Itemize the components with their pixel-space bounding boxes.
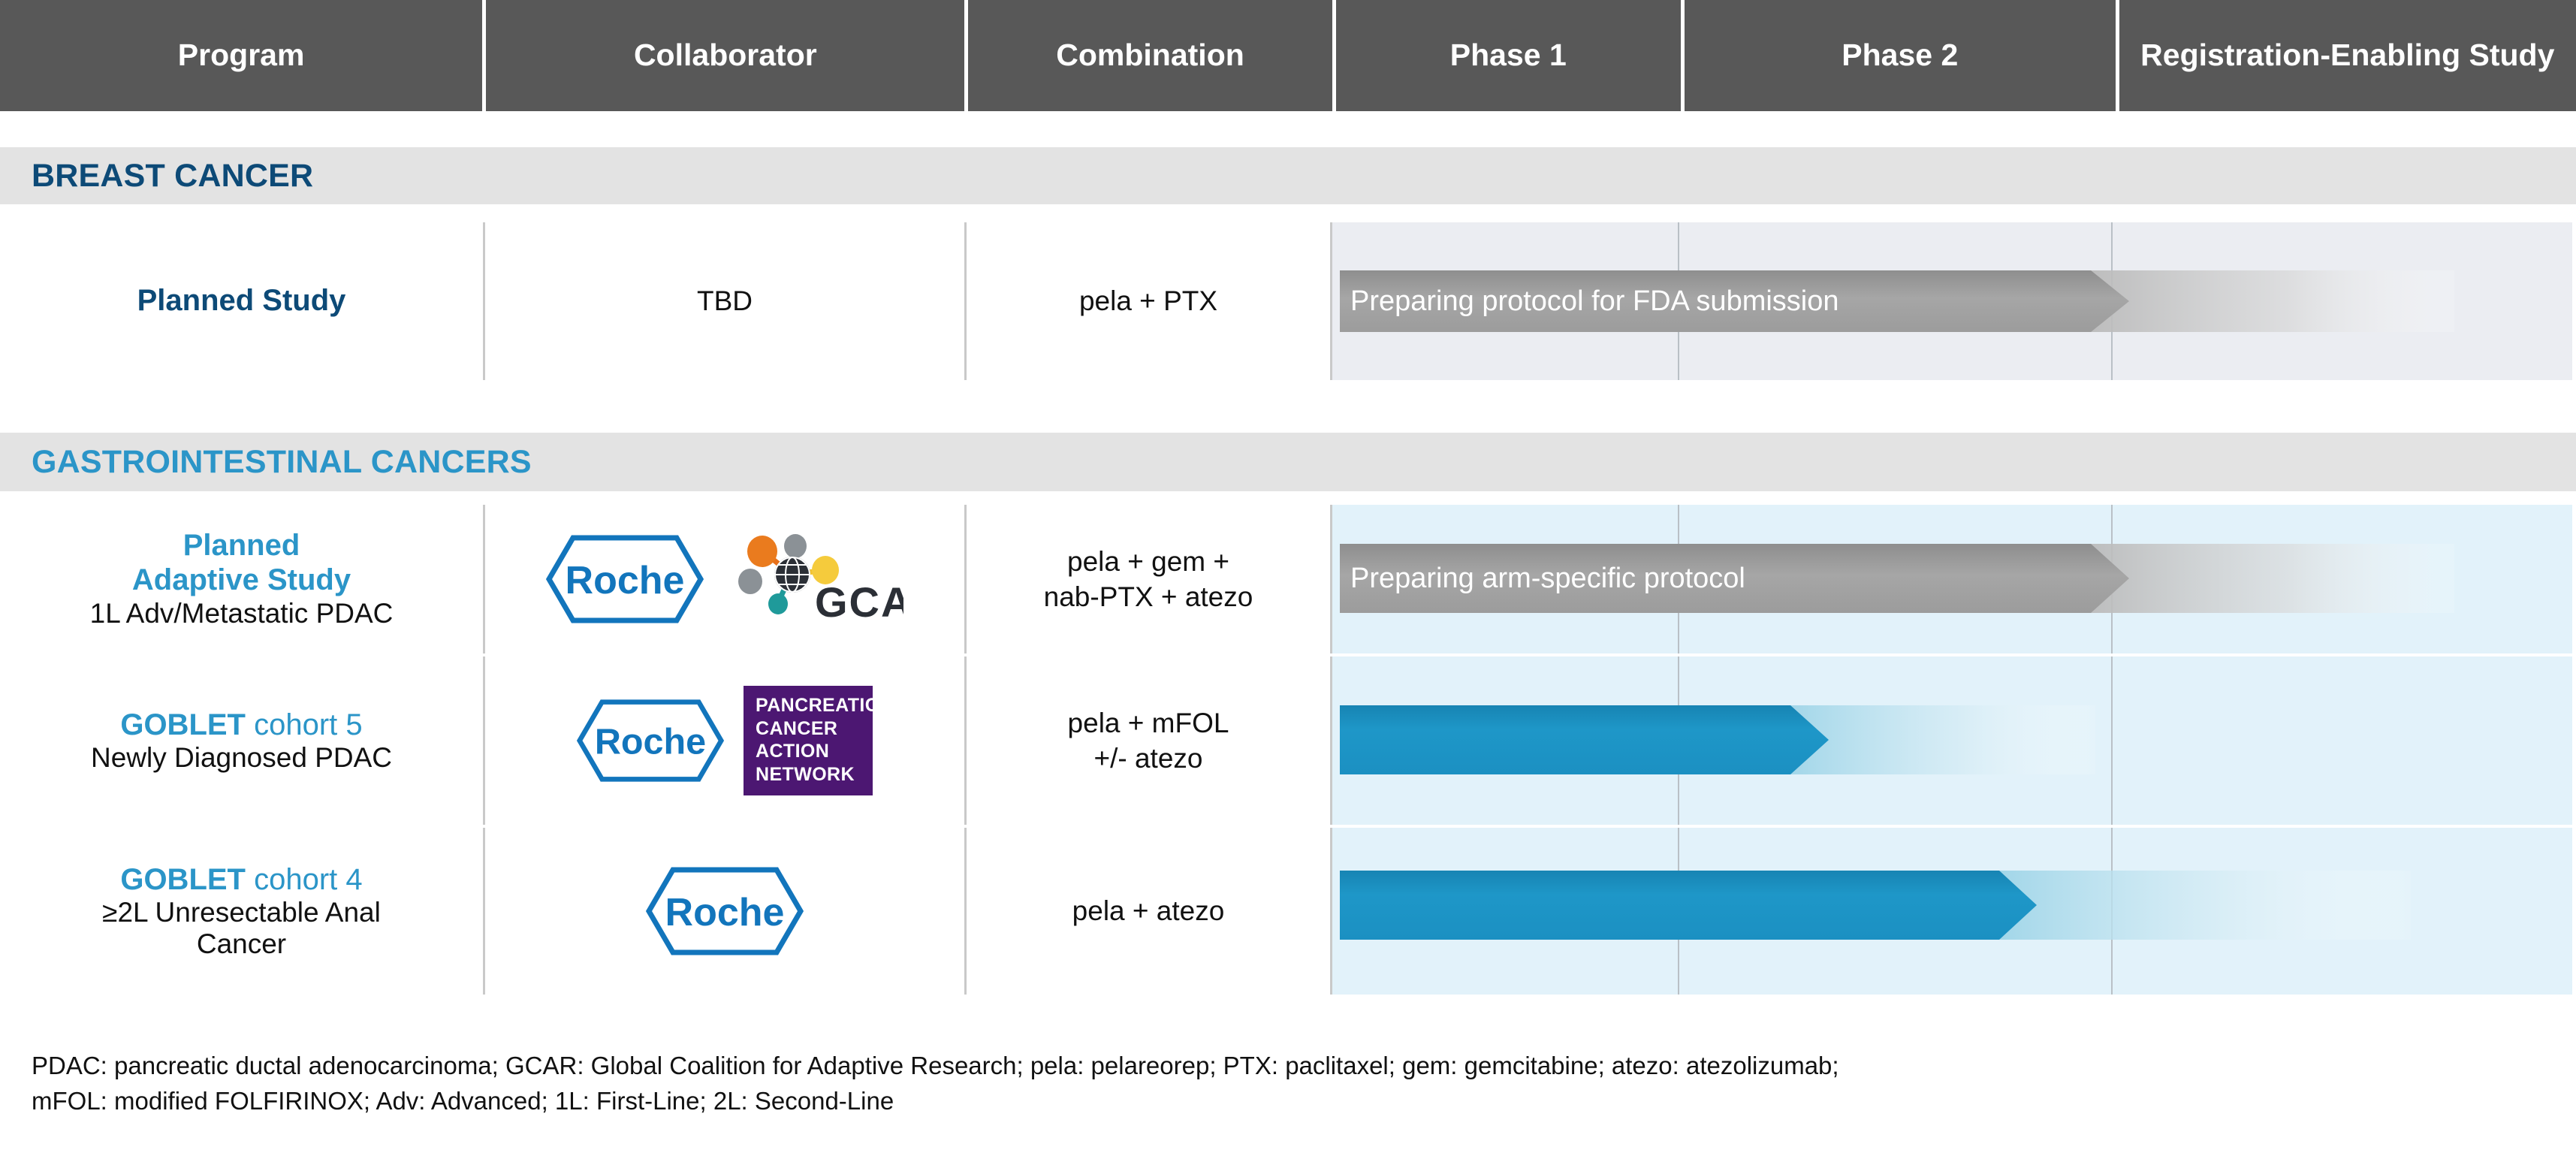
program-title-line1: Planned bbox=[182, 529, 300, 563]
column-header-combination: Combination bbox=[968, 0, 1332, 111]
column-header-collaborator: Collaborator bbox=[486, 0, 965, 111]
column-header-registration-enabling-study: Registration-Enabling Study bbox=[2119, 0, 2576, 111]
pancan-line1: PANCREATIC bbox=[756, 695, 879, 716]
timeline-bar-label: Preparing arm-specific protocol bbox=[1350, 562, 1745, 594]
section-label-gastrointestinal-cancers: GASTROINTESTINAL CANCERS bbox=[32, 443, 532, 480]
cell-combination-goblet5: pela + mFOL +/- atezo bbox=[967, 656, 1332, 825]
section-header-gastrointestinal-cancers: GASTROINTESTINAL CANCERS bbox=[0, 433, 2576, 491]
svg-text:GCAR: GCAR bbox=[815, 578, 903, 626]
timeline-bar-goblet-cohort-4[interactable] bbox=[1340, 871, 2411, 940]
cell-combination-gi-adaptive: pela + gem + nab-PTX + atezo bbox=[967, 505, 1332, 653]
cell-collaborator-goblet4: Roche bbox=[485, 828, 967, 995]
cell-program-goblet5: GOBLET cohort 5 Newly Diagnosed PDAC bbox=[0, 656, 485, 825]
program-title-rest: cohort 4 bbox=[246, 862, 363, 896]
timeline-bar-gi-planned-adaptive-study[interactable]: Preparing arm-specific protocol bbox=[1340, 544, 2454, 613]
svg-text:Roche: Roche bbox=[665, 891, 785, 934]
program-title-bold: GOBLET bbox=[120, 862, 246, 896]
program-subtitle-line1: ≥2L Unresectable Anal bbox=[102, 897, 381, 928]
program-title-rest: cohort 5 bbox=[246, 708, 363, 741]
collaborator-text: TBD bbox=[697, 285, 753, 317]
svg-text:Roche: Roche bbox=[595, 722, 706, 762]
program-subtitle: 1L Adv/Metastatic PDAC bbox=[89, 597, 394, 629]
table-row-gi-planned-adaptive-study: Planned Adaptive Study 1L Adv/Metastatic… bbox=[0, 505, 2576, 653]
timeline-bar-goblet-cohort-5[interactable] bbox=[1340, 705, 2095, 774]
roche-logo-icon: Roche bbox=[546, 535, 704, 623]
cell-registration-goblet5 bbox=[2113, 656, 2572, 825]
pancan-line2: CANCER bbox=[756, 717, 838, 739]
program-subtitle-line2: Cancer bbox=[196, 928, 287, 960]
roche-logo-icon: Roche bbox=[646, 867, 804, 955]
section-label-breast-cancer: BREAST CANCER bbox=[32, 157, 314, 194]
combination-line2: nab-PTX + atezo bbox=[1043, 581, 1253, 612]
cell-program-goblet4: GOBLET cohort 4 ≥2L Unresectable Anal Ca… bbox=[0, 828, 485, 995]
timeline-bar-label: Preparing protocol for FDA submission bbox=[1350, 285, 1839, 317]
combination-text: pela + atezo bbox=[1072, 895, 1225, 927]
combination-line2: +/- atezo bbox=[1093, 743, 1203, 774]
timeline-bar-breast-planned-study[interactable]: Preparing protocol for FDA submission bbox=[1340, 270, 2454, 332]
column-header-program: Program bbox=[0, 0, 483, 111]
footnote-abbreviations: PDAC: pancreatic ductal adenocarcinoma; … bbox=[32, 1049, 2562, 1119]
pancan-line4: NETWORK bbox=[756, 763, 855, 785]
table-header-row: Program Collaborator Combination Phase 1… bbox=[0, 0, 2576, 111]
cell-program-gi-adaptive: Planned Adaptive Study 1L Adv/Metastatic… bbox=[0, 505, 485, 653]
cell-combination-goblet4: pela + atezo bbox=[967, 828, 1332, 995]
column-header-phase-2: Phase 2 bbox=[1684, 0, 2116, 111]
svg-text:Roche: Roche bbox=[566, 559, 685, 602]
table-row-goblet-cohort-5: GOBLET cohort 5 Newly Diagnosed PDAC Roc… bbox=[0, 656, 2576, 825]
footnote-line-2: mFOL: modified FOLFIRINOX; Adv: Advanced… bbox=[32, 1086, 894, 1115]
footnote-line-1: PDAC: pancreatic ductal adenocarcinoma; … bbox=[32, 1052, 1839, 1079]
gcar-logo-icon: GCAR bbox=[723, 532, 903, 626]
program-title-line2: Adaptive Study bbox=[131, 563, 351, 596]
cell-collaborator-goblet5: Roche PANCREATIC CANCER ACTION NETWORK bbox=[485, 656, 967, 825]
cell-combination-breast-planned: pela + PTX bbox=[967, 222, 1332, 380]
table-row-goblet-cohort-4: GOBLET cohort 4 ≥2L Unresectable Anal Ca… bbox=[0, 828, 2576, 995]
section-header-breast-cancer: BREAST CANCER bbox=[0, 147, 2576, 204]
cell-collaborator-gi-adaptive: Roche bbox=[485, 505, 967, 653]
program-title-bold: GOBLET bbox=[120, 708, 246, 741]
combination-line1: pela + gem + bbox=[1067, 545, 1229, 577]
column-header-phase-1: Phase 1 bbox=[1335, 0, 1681, 111]
combination-text: pela + PTX bbox=[1078, 285, 1218, 317]
program-subtitle: Newly Diagnosed PDAC bbox=[90, 742, 392, 774]
pancreatic-cancer-action-network-logo-icon: PANCREATIC CANCER ACTION NETWORK bbox=[744, 686, 879, 795]
program-title: Planned Study bbox=[137, 284, 346, 318]
cell-collaborator-breast-planned: TBD bbox=[485, 222, 967, 380]
pancan-line3: ACTION bbox=[756, 741, 830, 762]
cell-program-breast-planned: Planned Study bbox=[0, 222, 485, 380]
combination-line1: pela + mFOL bbox=[1067, 707, 1229, 738]
roche-logo-icon: Roche bbox=[577, 699, 724, 783]
